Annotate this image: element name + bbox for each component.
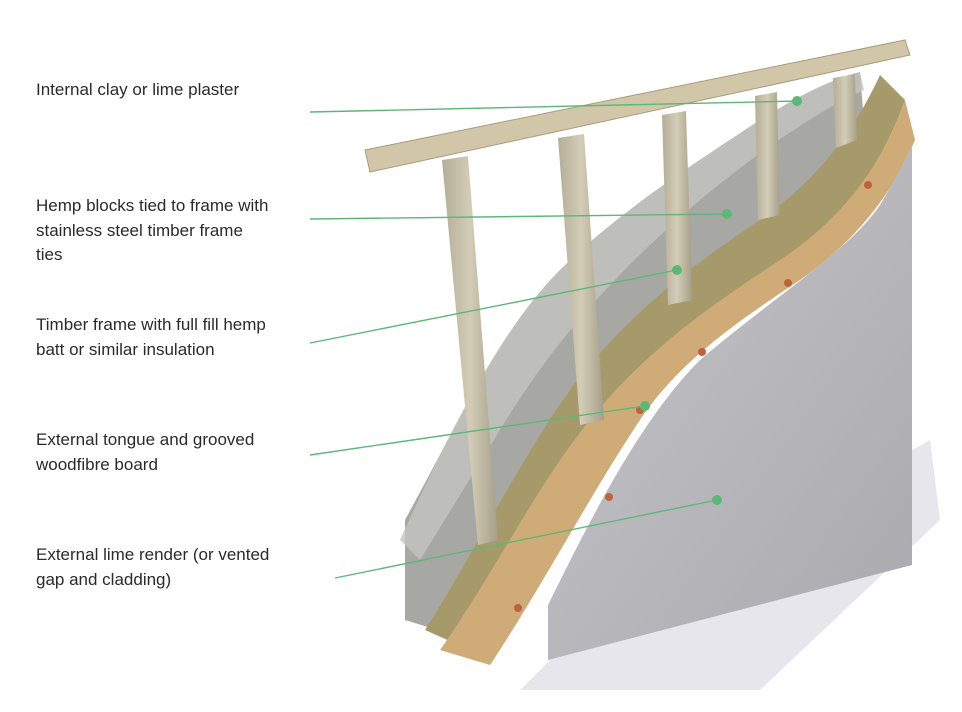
top-plate bbox=[364, 39, 911, 173]
label-woodfibre-board: External tongue and grooved woodfibre bo… bbox=[36, 430, 255, 474]
timber-studs bbox=[442, 74, 857, 545]
leader-dots bbox=[640, 96, 802, 505]
tie-dots bbox=[514, 181, 872, 612]
plaster-layer bbox=[400, 72, 864, 560]
woodfibre-board-layer bbox=[440, 100, 915, 665]
lime-render-layer bbox=[548, 145, 912, 660]
label-lime-render: External lime render (or vented gap and … bbox=[36, 545, 270, 589]
label-timber-frame: Timber frame with full fill hemp batt or… bbox=[36, 315, 266, 359]
label-internal-plaster: Internal clay or lime plaster bbox=[36, 80, 240, 99]
label-hemp-blocks: Hemp blocks tied to frame with stainless… bbox=[36, 196, 269, 264]
leader-lines bbox=[309, 100, 798, 579]
